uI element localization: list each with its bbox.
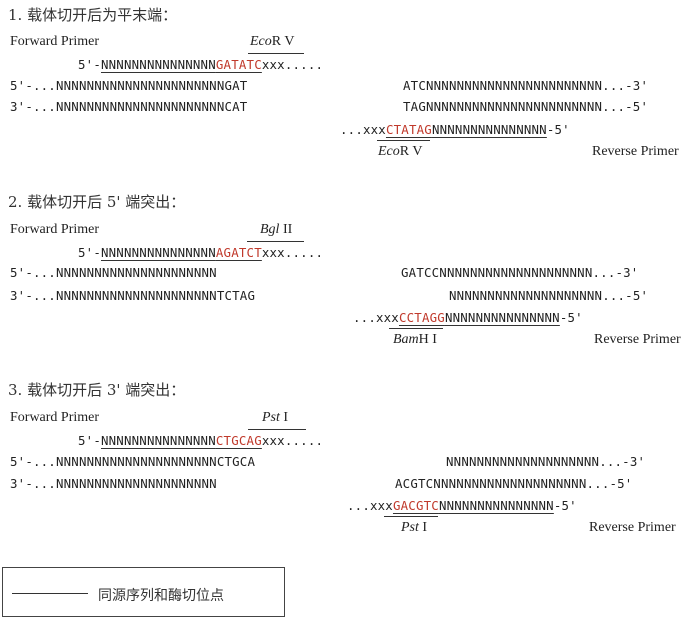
section2-vector-left-top: 5'-...NNNNNNNNNNNNNNNNNNNNN <box>10 265 217 280</box>
section2-enzyme-bottom: BamH I <box>393 333 437 347</box>
section2-vector-left-bottom: 3'-...NNNNNNNNNNNNNNNNNNNNNTCTAG <box>10 288 256 303</box>
section3-enzyme-top: Pst I <box>262 411 288 425</box>
legend-line-sample <box>12 593 88 594</box>
section2-enzyme-top-rest: II <box>279 222 293 237</box>
section3-forward-primer: 5'-NNNNNNNNNNNNNNNCTGCAGxxx..... <box>78 433 324 448</box>
section1-forward-primer: 5'-NNNNNNNNNNNNNNNGATATCxxx..... <box>78 57 324 72</box>
section3-primer-tail: xxx..... <box>261 433 324 448</box>
section3-enzyme-top-italic: Pst <box>262 410 280 425</box>
section3-enzyme-bottom-italic: Pst <box>401 520 419 535</box>
section2-primer-homology: NNNNNNNNNNNNNNN <box>100 245 216 260</box>
section3-rev-prefix: ...xxx <box>347 498 393 513</box>
section2-primer-site: AGATCT <box>215 245 262 260</box>
section3-reverse-label: Reverse Primer <box>589 520 676 535</box>
section2-vector-right-top: GATCCNNNNNNNNNNNNNNNNNNNN...-3' <box>401 265 639 280</box>
section3-rev-homology: NNNNNNNNNNNNNNN <box>438 498 554 513</box>
legend-text: 同源序列和酶切位点 <box>98 588 224 604</box>
section3-rev-suffix: -5' <box>553 498 577 513</box>
section1-vector-left-top: 5'-...NNNNNNNNNNNNNNNNNNNNNNGAT <box>10 78 248 93</box>
section1-vector-right-top: ATCNNNNNNNNNNNNNNNNNNNNNNN...-3' <box>403 78 649 93</box>
section1-rev-site-bracket <box>377 140 430 141</box>
section2-vector-right-bottom: NNNNNNNNNNNNNNNNNNNN...-5' <box>449 288 649 303</box>
section2-enzyme-bottom-rest: H I <box>418 332 437 347</box>
section1-enzyme-top: EcoR V <box>250 35 294 49</box>
section1-primer-tail: xxx..... <box>261 57 324 72</box>
section1-title: 1. 载体切开后为平末端： <box>8 6 178 24</box>
section1-enzyme-bottom-italic: Eco <box>378 144 400 159</box>
section1-enzyme-top-rest: R V <box>271 34 295 49</box>
section2-reverse-label: Reverse Primer <box>594 332 681 347</box>
section3-enzyme-bottom: Pst I <box>401 521 427 535</box>
section2-reverse-primer: ...xxxCCTAGGNNNNNNNNNNNNNNN-5' <box>353 310 583 325</box>
section3-rev-site: GACGTC <box>392 498 439 513</box>
section2-enzyme-bottom-italic: Bam <box>393 332 419 347</box>
section2-primer-tail: xxx..... <box>261 245 324 260</box>
section2-enzyme-top: Bgl II <box>260 223 292 237</box>
section1-vector-right-bottom: TAGNNNNNNNNNNNNNNNNNNNNNNN...-5' <box>403 99 649 114</box>
section2-rev-prefix: ...xxx <box>353 310 399 325</box>
section2-rev-site: CCTAGG <box>398 310 445 325</box>
section2-rev-homology: NNNNNNNNNNNNNNN <box>444 310 560 325</box>
section1-vector-left-bottom: 3'-...NNNNNNNNNNNNNNNNNNNNNNCAT <box>10 99 248 114</box>
section1-rev-homology: NNNNNNNNNNNNNNN <box>431 122 547 137</box>
section1-primer-site: GATATC <box>215 57 262 72</box>
section3-vector-left-bottom: 3'-...NNNNNNNNNNNNNNNNNNNNN <box>10 476 217 491</box>
section1-primer-homology: NNNNNNNNNNNNNNN <box>100 57 216 72</box>
section3-forward-label: Forward Primer <box>10 410 100 425</box>
section1-primer-prefix: 5'- <box>78 57 101 72</box>
section2-rev-suffix: -5' <box>559 310 583 325</box>
section2-site-bracket <box>247 241 304 242</box>
section1-enzyme-bottom: EcoR V <box>378 145 422 159</box>
section3-primer-homology: NNNNNNNNNNNNNNN <box>100 433 216 448</box>
section1-enzyme-top-italic: Eco <box>250 34 272 49</box>
section3-primer-site: CTGCAG <box>215 433 262 448</box>
section3-rev-site-bracket <box>384 516 438 517</box>
section1-reverse-primer: ...xxxCTATAGNNNNNNNNNNNNNNN-5' <box>340 122 570 137</box>
section3-vector-right-top: NNNNNNNNNNNNNNNNNNNN...-3' <box>446 454 646 469</box>
section3-vector-left-top: 5'-...NNNNNNNNNNNNNNNNNNNNNCTGCA <box>10 454 256 469</box>
section2-title: 2. 载体切开后 5' 端突出： <box>8 193 186 211</box>
section1-reverse-label: Reverse Primer <box>592 144 679 159</box>
section2-rev-site-bracket <box>389 328 443 329</box>
legend-box: 同源序列和酶切位点 <box>2 567 285 617</box>
section3-primer-prefix: 5'- <box>78 433 101 448</box>
section3-enzyme-bottom-rest: I <box>418 520 428 535</box>
section1-enzyme-bottom-rest: R V <box>399 144 423 159</box>
section3-vector-right-bottom: ACGTCNNNNNNNNNNNNNNNNNNNN...-5' <box>395 476 633 491</box>
section2-enzyme-top-italic: Bgl <box>260 222 280 237</box>
section2-forward-label: Forward Primer <box>10 222 100 237</box>
section3-site-bracket <box>248 429 306 430</box>
section3-reverse-primer: ...xxxGACGTCNNNNNNNNNNNNNNN-5' <box>347 498 577 513</box>
section1-rev-suffix: -5' <box>546 122 570 137</box>
section2-primer-prefix: 5'- <box>78 245 101 260</box>
section2-forward-primer: 5'-NNNNNNNNNNNNNNNAGATCTxxx..... <box>78 245 324 260</box>
section1-forward-label: Forward Primer <box>10 34 100 49</box>
section1-rev-prefix: ...xxx <box>340 122 386 137</box>
section3-enzyme-top-rest: I <box>279 410 289 425</box>
section3-title: 3. 载体切开后 3' 端突出： <box>8 381 186 399</box>
section1-rev-site: CTATAG <box>385 122 432 137</box>
section1-site-bracket <box>248 53 304 54</box>
